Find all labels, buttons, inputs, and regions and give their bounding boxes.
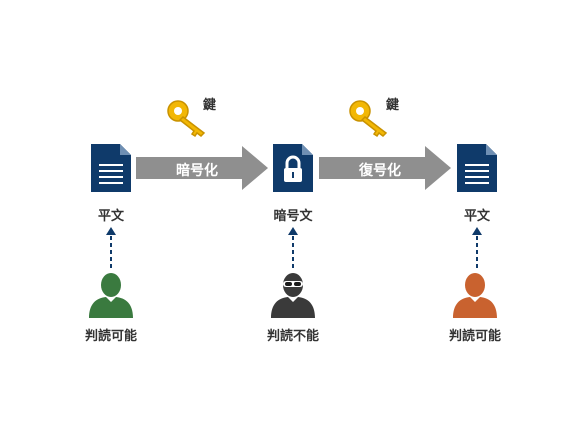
dashed-arrow-left [104,226,118,268]
key-label-encrypt: 鍵 [203,98,217,113]
dashed-arrow-middle [286,226,300,268]
decrypt-arrow [319,146,451,190]
locked-document-icon [273,144,313,192]
plaintext-label-right: 平文 [463,209,490,224]
key-icon-decrypt [348,99,396,141]
ciphertext-label: 暗号文 [273,209,313,224]
document-icon-plaintext-left [91,144,131,192]
masked-person-icon [270,272,316,318]
readable-label-left: 判読可能 [84,329,137,344]
key-label-decrypt: 鍵 [386,98,400,113]
document-icon-plaintext-right [457,144,497,192]
plaintext-label-left: 平文 [97,209,124,224]
key-icon-encrypt [166,99,214,141]
unreadable-label: 判読不能 [266,329,319,344]
encrypt-arrow-label: 暗号化 [176,163,218,179]
dashed-arrow-right [470,226,484,268]
person-icon-right [452,272,498,318]
person-icon-left [88,272,134,318]
readable-label-right: 判読可能 [448,329,501,344]
encrypt-arrow [136,146,268,190]
decrypt-arrow-label: 復号化 [359,163,401,179]
